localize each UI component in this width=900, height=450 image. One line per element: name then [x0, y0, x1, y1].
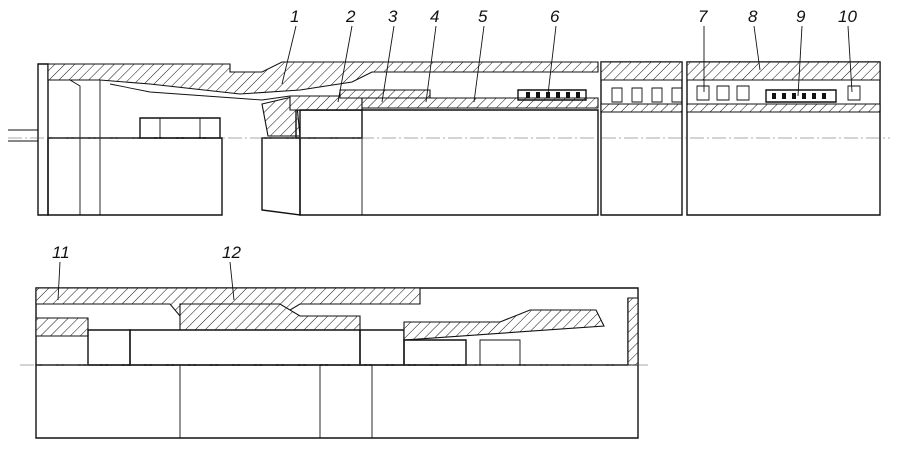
end-cap-right: [627, 297, 639, 366]
lower-section: [20, 287, 648, 439]
lower-housing: [35, 287, 639, 439]
taper-right: [403, 309, 605, 341]
right-segment: [686, 61, 881, 216]
bearing-lower: [403, 339, 467, 366]
spring-pack-9: [765, 89, 837, 103]
callouts: 1 2 3 4 5 6 7 8 9 10 11 12: [52, 7, 857, 301]
seal-11: [35, 317, 89, 337]
callout-1: 1: [290, 7, 299, 26]
callout-10: 10: [838, 7, 857, 26]
callout-12: 12: [222, 243, 241, 262]
callout-8: 8: [748, 7, 758, 26]
callout-9: 9: [796, 7, 806, 26]
callout-2: 2: [345, 7, 356, 26]
lower-body: [47, 137, 223, 216]
ring-block: [295, 109, 363, 139]
end-cover: [37, 63, 49, 216]
callout-7: 7: [698, 7, 708, 26]
body-wall-1: [47, 61, 599, 95]
spring-pack: [517, 89, 587, 101]
callout-4: 4: [430, 7, 439, 26]
callout-3: 3: [388, 7, 398, 26]
shaft-step: [261, 137, 301, 216]
callout-5: 5: [478, 7, 488, 26]
middle-segment: [600, 61, 683, 216]
coupling-12: [179, 303, 361, 331]
sleeve-ring: [339, 89, 431, 99]
callout-6: 6: [550, 7, 560, 26]
callout-11: 11: [52, 243, 70, 262]
lower-shaft: [129, 329, 361, 366]
upper-section: [8, 61, 890, 216]
main-shaft: [299, 109, 599, 216]
bearing-block: [139, 117, 221, 139]
